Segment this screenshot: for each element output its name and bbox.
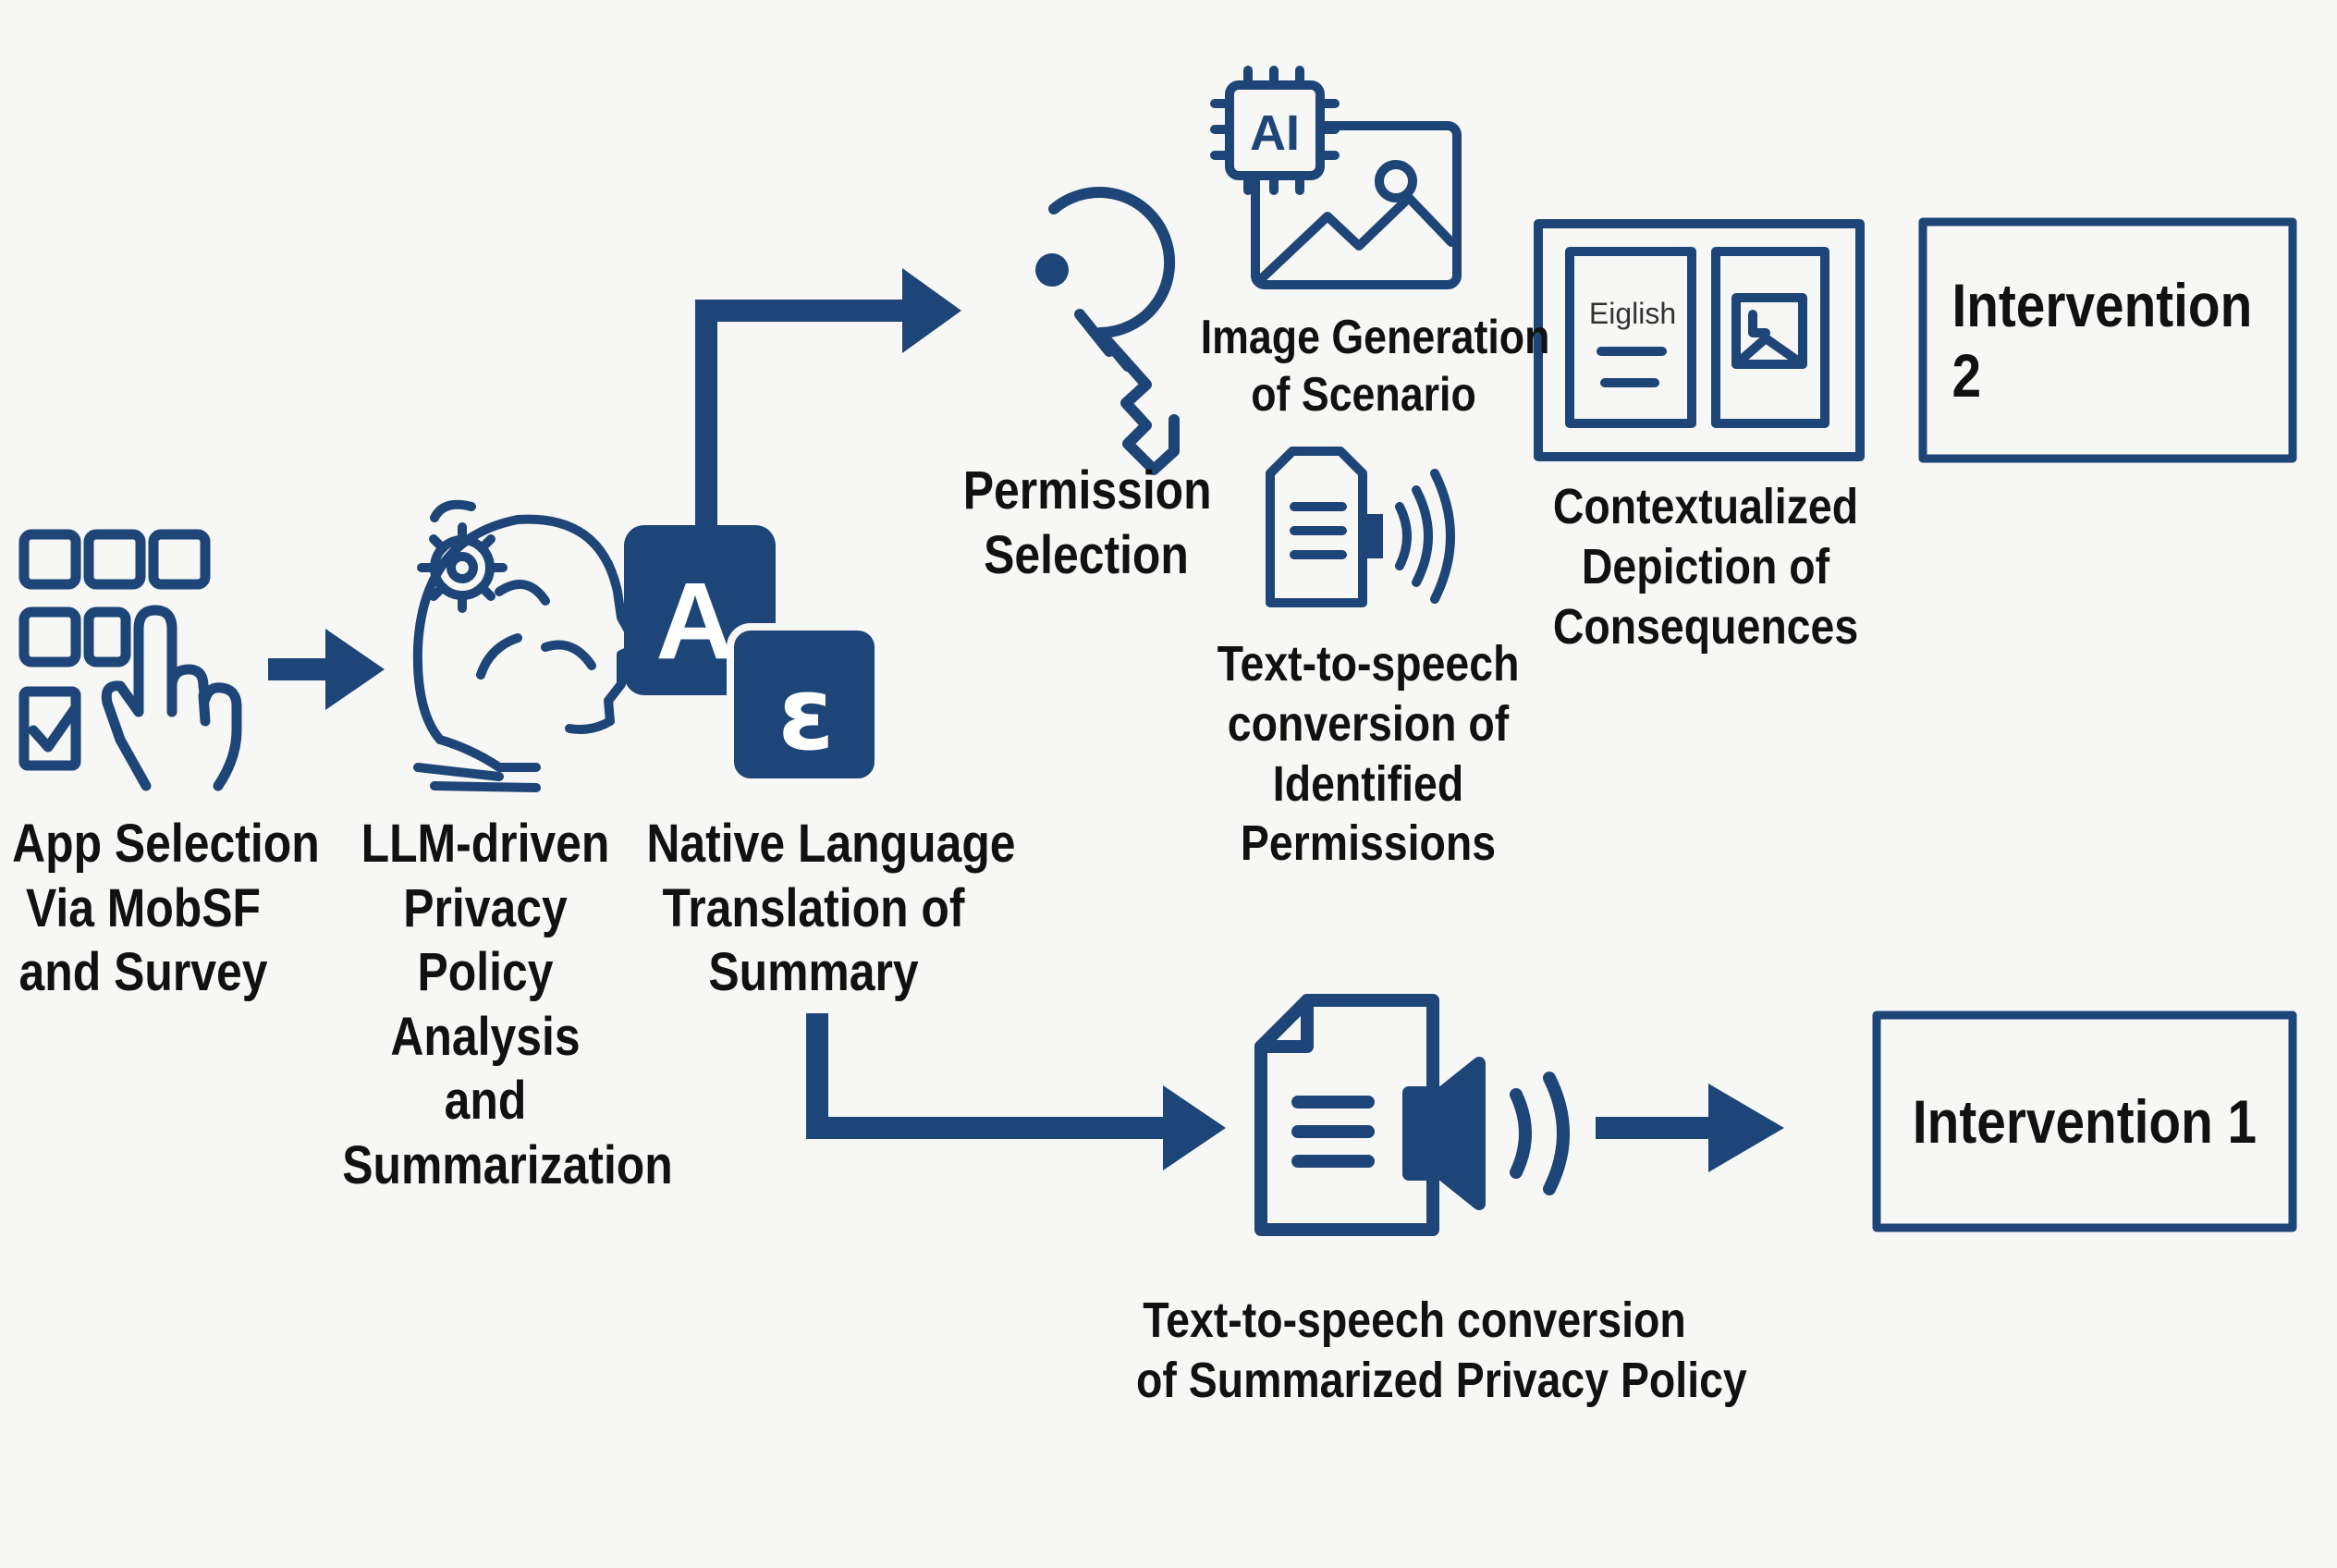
arrow-translation-to-tts xyxy=(806,1013,1226,1170)
intervention-2-box xyxy=(1918,217,2297,463)
ai-head-gear-icon xyxy=(412,499,642,792)
translation-letter-epsilon: ε xyxy=(777,655,834,773)
ai-chip-label: AI xyxy=(1250,105,1300,161)
doc-language-label: Eiglish xyxy=(1589,297,1676,330)
contextualized-label: Contextualized Depiction of Consequences xyxy=(1552,479,1859,655)
app-grid-touch-icon xyxy=(18,529,242,791)
arrow-tts-to-intervention-1 xyxy=(1596,1084,1784,1172)
arrow-app-to-llm xyxy=(268,629,385,710)
document-speaker-icon xyxy=(1254,994,1570,1236)
arrow-translation-to-permission xyxy=(695,268,961,527)
intervention-1-label: Intervention 1 xyxy=(1912,1087,2257,1156)
translation-letters-icon xyxy=(624,525,882,786)
intervention-1-box xyxy=(1872,1011,2297,1232)
image-generation-label: Image Generation of Scenario xyxy=(1200,311,1550,423)
tts-policy-label: Text-to-speech conversion of Summarized … xyxy=(1136,1292,1747,1408)
intervention-2-label: Intervention 2 xyxy=(1952,271,2253,410)
translation-letter-a: A xyxy=(655,560,734,682)
app-selection-label: App Selection Via MobSF and Survey xyxy=(12,814,320,1003)
ai-image-icon xyxy=(1210,66,1462,289)
tts-permissions-label: Text-to-speech conversion of Identified … xyxy=(1217,636,1520,872)
document-audio-icon xyxy=(1266,447,1455,607)
llm-analysis-label: LLM-driven Privacy Policy Analysis and S… xyxy=(342,814,673,1195)
permission-selection-label: Permission Selection xyxy=(962,460,1212,585)
translated-document-image-icon xyxy=(1534,219,1865,461)
key-icon xyxy=(1035,187,1180,475)
translation-label: Native Language Translation of Summary xyxy=(646,814,1016,1003)
